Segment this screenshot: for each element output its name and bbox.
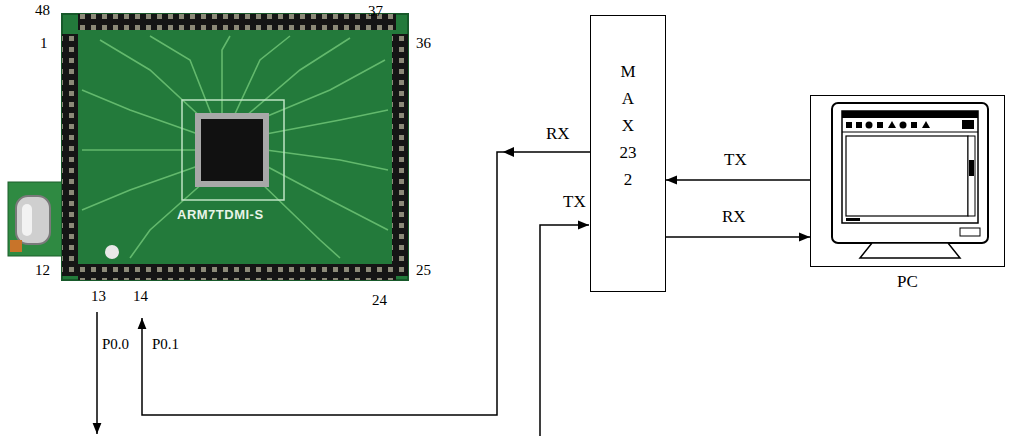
silkscreen-outline [182,100,284,200]
signal-name: TX [563,192,586,212]
label-anchor: TX [724,150,747,170]
label-anchor: 12 [35,262,50,279]
crystal-part [10,240,22,252]
signal-connector [666,179,810,181]
pin-header-pins [78,264,396,280]
toolbar-icon [900,122,907,129]
trace [258,60,385,120]
label-anchor: P0.1 [152,336,179,353]
label-anchor: 36 [416,35,431,52]
toolbar-icon [911,122,917,128]
transceiver-box: MAX232 [590,15,666,292]
pin-number: 13 [91,288,106,305]
chip [201,119,263,181]
pin-number: 36 [416,35,431,52]
trace [222,36,230,116]
crystal-board [8,182,68,256]
scroll-thumb [969,160,974,176]
toolbar-icon [922,121,930,128]
computer-box: PC [810,95,1005,267]
chip-marking: ARM7TDMI-S [177,207,264,222]
toolbar-icon [866,122,873,129]
status-mark [846,218,860,221]
pin-header-pins [78,14,396,30]
window-rule [842,131,978,132]
toolbar-icon [877,122,883,128]
signal-wire [96,312,98,434]
signal-wire [540,225,589,436]
toolbar-icon [888,121,896,128]
circuit-board-module: ARM7TDMI-S [5,2,445,318]
pin-header [62,34,78,276]
window-titlebar [842,111,978,118]
label-anchor: 37 [368,3,383,20]
monitor-stand [860,243,960,258]
trace [246,38,350,116]
trace [82,149,198,151]
pin-number: 37 [368,3,383,20]
crystal-highlight [22,204,32,236]
pin-number: 12 [35,262,50,279]
board-traces [82,36,388,258]
box-title: PC [811,272,1004,292]
toolbar-icon [856,122,862,128]
label-anchor: RX [722,207,746,227]
trace [234,36,290,116]
vertical-label: MAX232 [620,58,637,193]
circuit-board [62,14,408,280]
label-anchor: 48 [35,2,50,19]
pin-number: 24 [372,292,387,309]
toolbar-icon [846,122,852,128]
signal-name: TX [724,150,747,170]
label-anchor: 25 [416,262,431,279]
label-anchor: 13 [91,288,106,305]
scroll-bar [968,136,975,216]
label-anchor: TX [563,192,586,212]
signal-name: P0.1 [152,336,179,353]
pin-header-pins [392,34,408,276]
toolbar-icon [962,120,974,129]
trace [150,36,212,116]
pin-header [78,264,396,280]
signal-name: P0.0 [102,336,129,353]
pin-header [78,14,396,30]
pin-header [392,34,408,276]
monitor-bezel [832,103,988,243]
signal-connector [142,152,590,415]
label-anchor: P0.0 [102,336,129,353]
label-anchor: RX [546,124,570,144]
pin-number: 14 [133,288,148,305]
pin-number: 1 [40,35,48,52]
pin-header-pins [62,34,78,276]
pin-number: 48 [35,2,50,19]
monitor-button [960,228,980,236]
mounting-dot [105,245,119,259]
signal-connector [666,236,810,238]
toolbar-icons [846,120,974,129]
trace [82,90,198,134]
label-anchor: 14 [133,288,148,305]
signal-name: RX [546,124,570,144]
crystal-can [16,196,50,244]
signal-name: RX [722,207,746,227]
label-anchor: 24 [372,292,387,309]
trace [100,40,204,120]
pin-number: 25 [416,262,431,279]
label-anchor: 1 [40,35,48,52]
monitor-screen [842,111,978,223]
window-pane [846,136,968,216]
trace [260,182,340,258]
chip-pins [195,113,269,187]
